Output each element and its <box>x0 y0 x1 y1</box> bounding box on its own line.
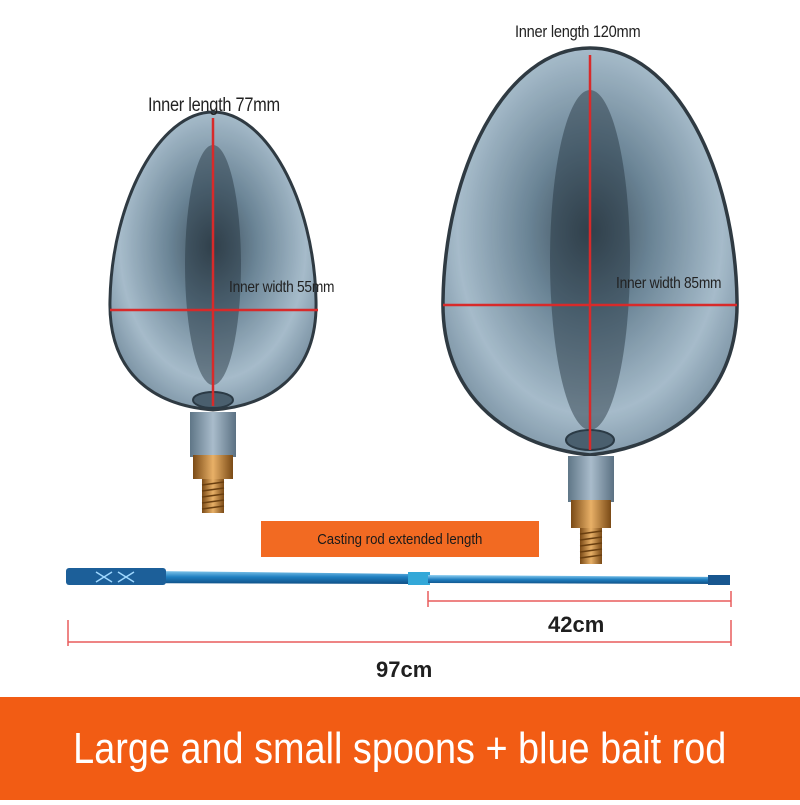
small-spoon-length-label: Inner length 77mm <box>148 95 280 116</box>
large-spoon-width-label: Inner width 85mm <box>616 275 722 292</box>
small-spoon-width-label: Inner width 55mm <box>229 279 335 296</box>
extended-length-label: 97cm <box>376 657 433 682</box>
rod-length-tag: Casting rod extended length <box>261 521 539 557</box>
product-banner: Large and small spoons + blue bait rod <box>0 697 800 800</box>
collapsed-length-label: 42cm <box>548 612 605 637</box>
banner-text: Large and small spoons + blue bait rod <box>73 723 727 773</box>
dimension-97-bracket <box>67 620 732 646</box>
bait-rod <box>66 568 730 585</box>
small-spoon <box>108 110 318 513</box>
large-spoon <box>441 46 739 564</box>
large-spoon-length-label: Inner length 120mm <box>515 22 641 41</box>
dimension-42-bracket <box>427 591 732 607</box>
rod-length-tag-text: Casting rod extended length <box>317 530 483 548</box>
